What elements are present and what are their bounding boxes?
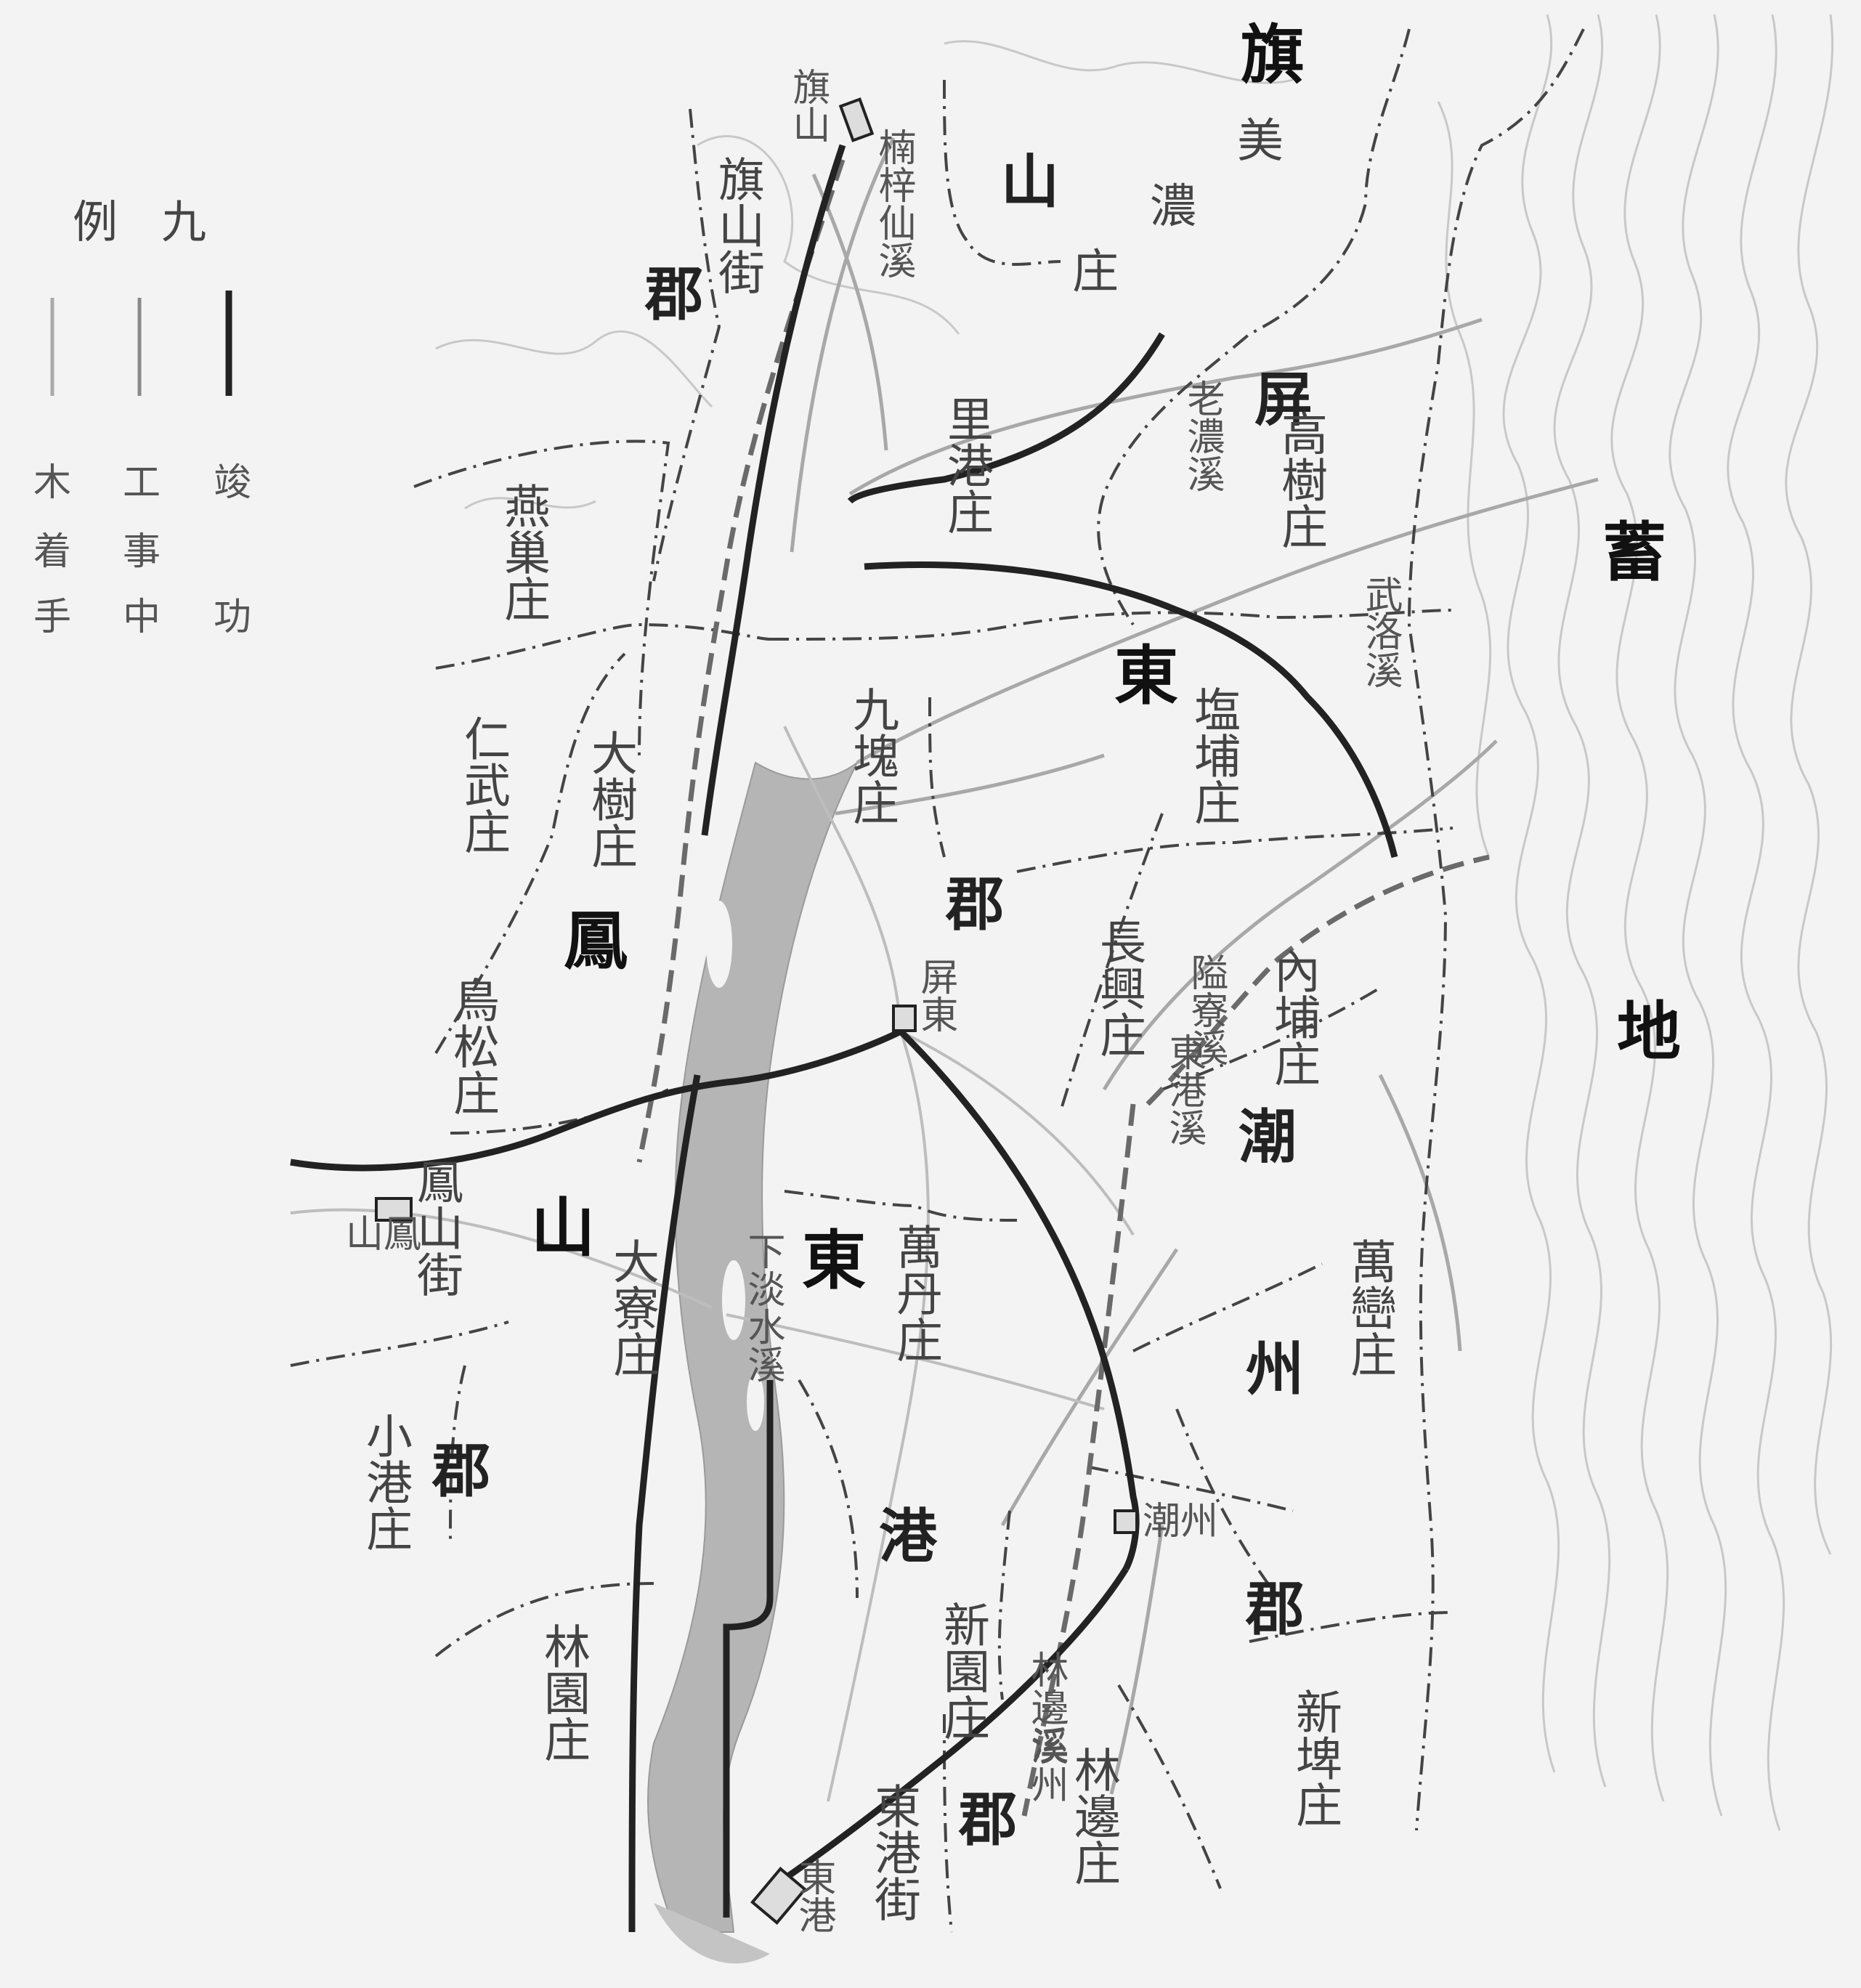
place-label: 新園庄 <box>936 1601 989 1740</box>
legend-title: 例九 <box>73 195 251 248</box>
legend-lines <box>50 291 232 396</box>
station-label: 山鳳 <box>345 1213 422 1257</box>
place-label: 新埤庄 <box>1288 1688 1342 1827</box>
region-label: 郡 <box>959 1785 1017 1854</box>
region-label: 郡 <box>946 870 1004 938</box>
place-label: 林園庄 <box>536 1623 590 1762</box>
region-label: 鳳 <box>563 903 628 978</box>
river-label: 東港溪 <box>1162 1033 1206 1146</box>
region-label: 東 <box>801 1222 867 1298</box>
place-label: 萬巒庄 <box>1342 1238 1396 1377</box>
region-label: 屏 <box>1254 365 1313 434</box>
place-label: 小港庄 <box>358 1412 412 1551</box>
place-label: 長興庄 <box>1092 918 1146 1058</box>
roads <box>290 726 1135 1802</box>
river-label: 武洛溪 <box>1358 575 1402 689</box>
region-label: 地 <box>1616 994 1682 1069</box>
legend-label: 功 <box>213 596 252 639</box>
place-label: 九塊庄 <box>845 686 899 825</box>
region-label: 山 <box>1001 147 1059 216</box>
legend-label: 工 <box>122 461 161 505</box>
region-label: 郡 <box>645 260 703 328</box>
legend-label: 着 <box>33 530 72 574</box>
legend-label: 事 <box>122 530 161 574</box>
legend-label: 手 <box>33 596 72 639</box>
place-label: 旗山街 <box>710 155 764 295</box>
railway-completed <box>290 144 1398 1933</box>
station-label: 旗山 <box>786 68 830 143</box>
place-label: 東港街 <box>867 1782 920 1922</box>
railway-under-construction <box>636 158 1490 1817</box>
region-label: 美 <box>1237 115 1284 169</box>
river-label: 下淡水溪 <box>741 1232 784 1383</box>
region-label: 郡 <box>1246 1575 1304 1643</box>
place-label: 大寮庄 <box>605 1238 659 1377</box>
place-label: 萬丹庄 <box>888 1223 942 1363</box>
station-markers <box>375 97 1138 1925</box>
admin-boundaries <box>290 28 1585 1933</box>
region-label: 山 <box>530 1190 596 1265</box>
station-label: 東港 <box>792 1858 835 1934</box>
region-label: 潮 <box>1238 1103 1297 1171</box>
place-label: 里港庄 <box>939 395 993 535</box>
river-label: 林邊溪 <box>1024 1650 1068 1764</box>
legend-label: 木 <box>33 461 72 505</box>
river-lines <box>790 137 1599 1795</box>
place-label: 林邊庄 <box>1066 1746 1120 1886</box>
region-label: 郡 <box>432 1437 490 1505</box>
place-label: 鳥松庄 <box>445 976 499 1116</box>
station-label: 屏東 <box>914 957 957 1033</box>
river-label: 老濃溪 <box>1180 379 1224 492</box>
place-label: 塩埔庄 <box>1186 686 1240 825</box>
place-label: 仁武庄 <box>456 715 510 854</box>
region-label: 旗 <box>1240 17 1305 92</box>
place-label: 高樹庄 <box>1273 410 1327 549</box>
station-label: 溪州 <box>1024 1727 1068 1803</box>
legend-label: 竣 <box>213 461 252 505</box>
region-label: 港 <box>879 1502 937 1570</box>
place-label: 大樹庄 <box>583 729 637 869</box>
place-label: 鳳山街 <box>409 1158 463 1297</box>
contour-lines <box>435 14 1834 1831</box>
region-label: 庄 <box>1072 246 1119 299</box>
legend-label: 中 <box>122 596 161 639</box>
place-label: 內埔庄 <box>1266 947 1320 1087</box>
river-label: 楠梓仙溪 <box>872 128 915 279</box>
region-label: 州 <box>1246 1335 1304 1403</box>
river-label: 隘寮溪 <box>1184 953 1228 1066</box>
region-label: 東 <box>1114 638 1179 713</box>
place-label: 燕巢庄 <box>496 482 550 622</box>
region-label: 蓄 <box>1602 514 1667 590</box>
region-label: 濃 <box>1150 180 1196 234</box>
station-label: 潮州 <box>1142 1500 1219 1543</box>
